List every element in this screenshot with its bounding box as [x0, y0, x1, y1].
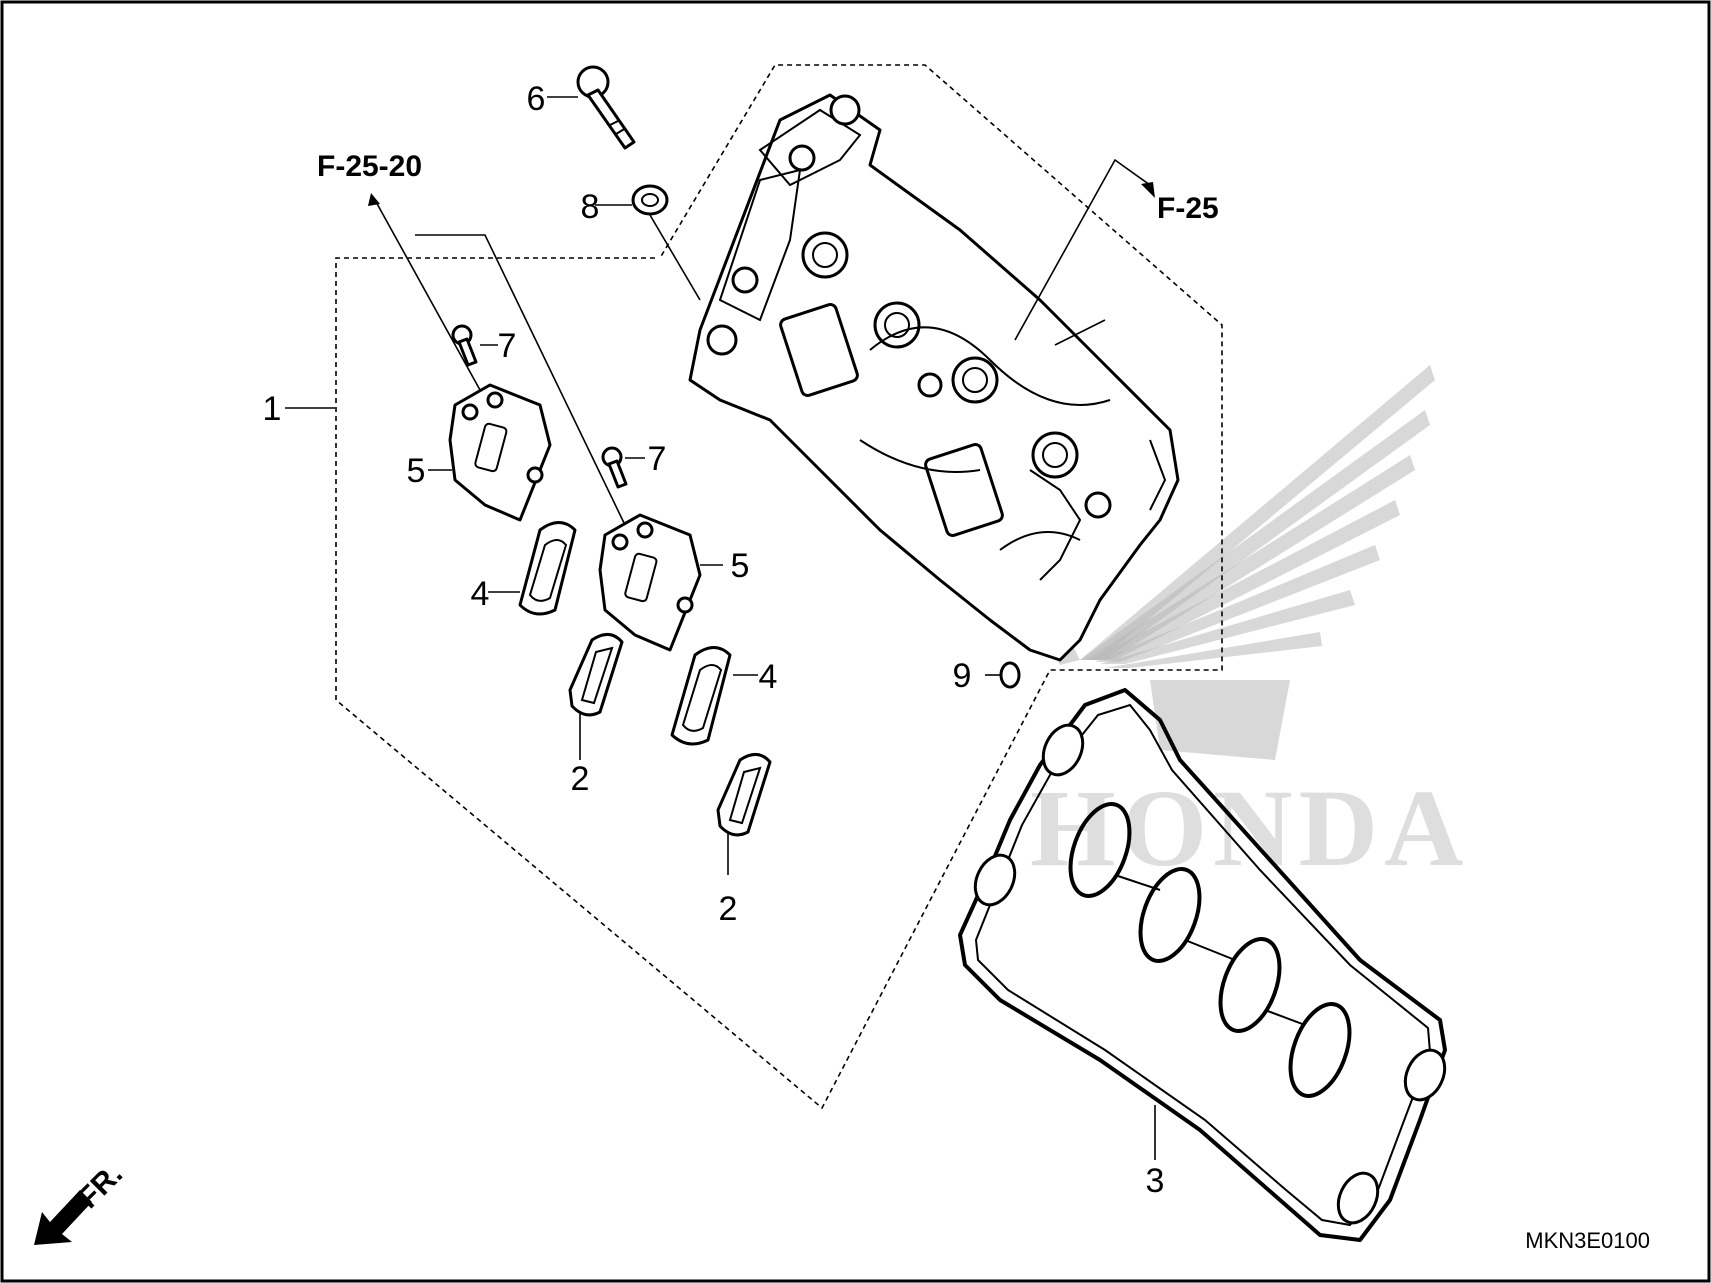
seal-4-lower — [670, 646, 732, 746]
honda-wing-logo: HONDA — [1015, 365, 1469, 889]
callout-8: 8 — [581, 188, 600, 226]
callout-4-lower: 4 — [759, 658, 778, 696]
assembly-outline — [335, 64, 1223, 1110]
bolt-7-lower — [601, 446, 628, 489]
callout-5-lower: 5 — [731, 547, 750, 585]
front-direction-arrow-icon — [34, 1190, 92, 1245]
callout-4-upper: 4 — [471, 575, 490, 613]
callout-7-lower: 7 — [648, 440, 667, 478]
callout-1: 1 — [263, 390, 282, 428]
callout-5-upper: 5 — [407, 452, 426, 490]
ref-arrow-left — [368, 193, 380, 206]
callout-3: 3 — [1146, 1162, 1165, 1200]
cover-plate-5-lower — [598, 513, 702, 652]
cover-plate-5-upper — [448, 383, 552, 522]
leader-lines — [285, 96, 1156, 1160]
callout-6: 6 — [527, 80, 546, 118]
washer-8 — [631, 184, 669, 216]
callout-9: 9 — [953, 657, 972, 695]
reference-f-25: F-25 — [1157, 192, 1219, 225]
reference-f-25-20: F-25-20 — [317, 150, 422, 183]
ref-arrow-right — [1141, 182, 1155, 198]
head-cover-gasket — [958, 688, 1447, 1242]
bolt-6 — [576, 65, 636, 150]
callout-7-upper: 7 — [498, 327, 517, 365]
diagram-code: MKN3E0100 — [1525, 1228, 1650, 1253]
bolt-7-upper — [451, 324, 478, 367]
cylinder-head-cover — [688, 93, 1180, 662]
seal-4-upper — [518, 521, 577, 616]
small-gasket-2-lower — [716, 753, 772, 837]
small-gasket-2-upper — [568, 633, 624, 717]
callout-2-lower: 2 — [719, 890, 738, 928]
callout-2-upper: 2 — [571, 760, 590, 798]
grommet-9 — [999, 661, 1021, 689]
watermark-brand: HONDA — [1030, 767, 1469, 889]
